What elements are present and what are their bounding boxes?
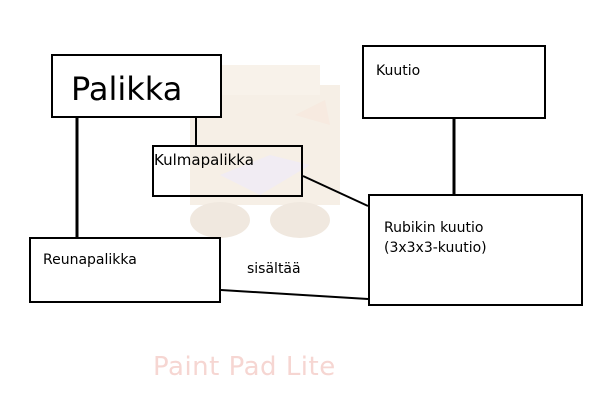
node-reunapalikka-label: Reunapalikka (43, 252, 137, 268)
node-kulmapalikka-label: Kulmapalikka (154, 151, 254, 169)
background-painting-image (190, 65, 340, 238)
node-reunapalikka: Reunapalikka (29, 237, 221, 303)
edge-relation-label: sisältää (247, 261, 301, 277)
node-rubikin-kuutio-label: Rubikin kuutio (3x3x3-kuutio) (384, 220, 487, 256)
faint-canvas-shape (190, 65, 340, 238)
watermark-text: Paint Pad Lite (153, 352, 336, 382)
node-palikka: Palikka (51, 54, 222, 118)
node-kuutio: Kuutio (362, 45, 546, 119)
edge-kulmapalikka-rubik (302, 175, 369, 207)
node-kulmapalikka: Kulmapalikka (152, 145, 303, 197)
node-kuutio-label: Kuutio (376, 63, 421, 79)
node-rubikin-kuutio: Rubikin kuutio (3x3x3-kuutio) (368, 194, 583, 306)
edge-reunapalikka-rubik (220, 289, 369, 300)
node-palikka-label: Palikka (71, 70, 183, 108)
